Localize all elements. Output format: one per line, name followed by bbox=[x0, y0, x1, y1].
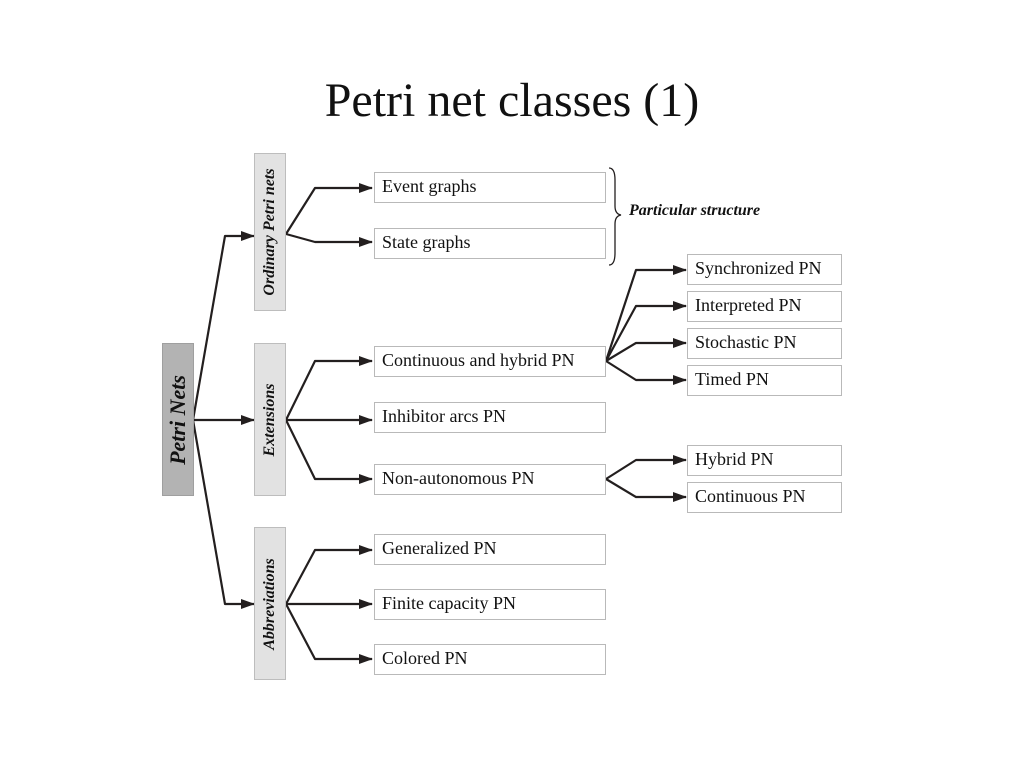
box-generalized-pn: Generalized PN bbox=[374, 534, 606, 565]
box-continuous-hybrid-pn: Continuous and hybrid PN bbox=[374, 346, 606, 377]
group-extensions-label: Extensions bbox=[261, 383, 278, 456]
box-event-graphs: Event graphs bbox=[374, 172, 606, 203]
arrow-event-graphs bbox=[285, 183, 373, 235]
box-finite-capacity-pn: Finite capacity PN bbox=[374, 589, 606, 620]
arrow-synchronized bbox=[604, 265, 687, 362]
box-hybrid-pn: Hybrid PN bbox=[687, 445, 842, 476]
box-colored-pn: Colored PN bbox=[374, 644, 606, 675]
group-extensions: Extensions bbox=[254, 343, 286, 496]
group-abbreviations-label: Abbreviations bbox=[261, 557, 278, 650]
box-timed-pn: Timed PN bbox=[687, 365, 842, 396]
box-synchronized-pn: Synchronized PN bbox=[687, 254, 842, 285]
root-label: Petri Nets bbox=[165, 374, 190, 465]
arrow-timed bbox=[605, 360, 687, 385]
arrow-non-autonomous bbox=[285, 419, 373, 484]
arrow-generalized bbox=[285, 545, 373, 605]
box-state-graphs: State graphs bbox=[374, 228, 606, 259]
arrow-state-graphs bbox=[285, 232, 373, 247]
arrow-root-abbreviations bbox=[191, 419, 255, 609]
curly-brace bbox=[608, 167, 622, 266]
arrow-colored bbox=[285, 603, 373, 664]
arrow-continuous bbox=[605, 478, 687, 502]
arrow-stochastic bbox=[605, 338, 687, 362]
page-title: Petri net classes (1) bbox=[324, 74, 700, 127]
box-non-autonomous-pn: Non-autonomous PN bbox=[374, 464, 606, 495]
box-interpreted-pn: Interpreted PN bbox=[687, 291, 842, 322]
box-stochastic-pn: Stochastic PN bbox=[687, 328, 842, 359]
box-continuous-pn: Continuous PN bbox=[687, 482, 842, 513]
group-ordinary-label: Ordinary Petri nets bbox=[261, 168, 278, 296]
particular-structure-note: Particular structure bbox=[629, 202, 761, 219]
group-ordinary-petri-nets: Ordinary Petri nets bbox=[254, 153, 286, 311]
arrow-hybrid bbox=[605, 455, 687, 480]
box-inhibitor-arcs-pn: Inhibitor arcs PN bbox=[374, 402, 606, 433]
group-abbreviations: Abbreviations bbox=[254, 527, 286, 680]
arrow-continuous-hybrid bbox=[285, 356, 373, 421]
root-petri-nets: Petri Nets bbox=[162, 343, 194, 496]
arrow-root-ordinary bbox=[191, 231, 255, 421]
arrow-interpreted bbox=[605, 301, 687, 362]
